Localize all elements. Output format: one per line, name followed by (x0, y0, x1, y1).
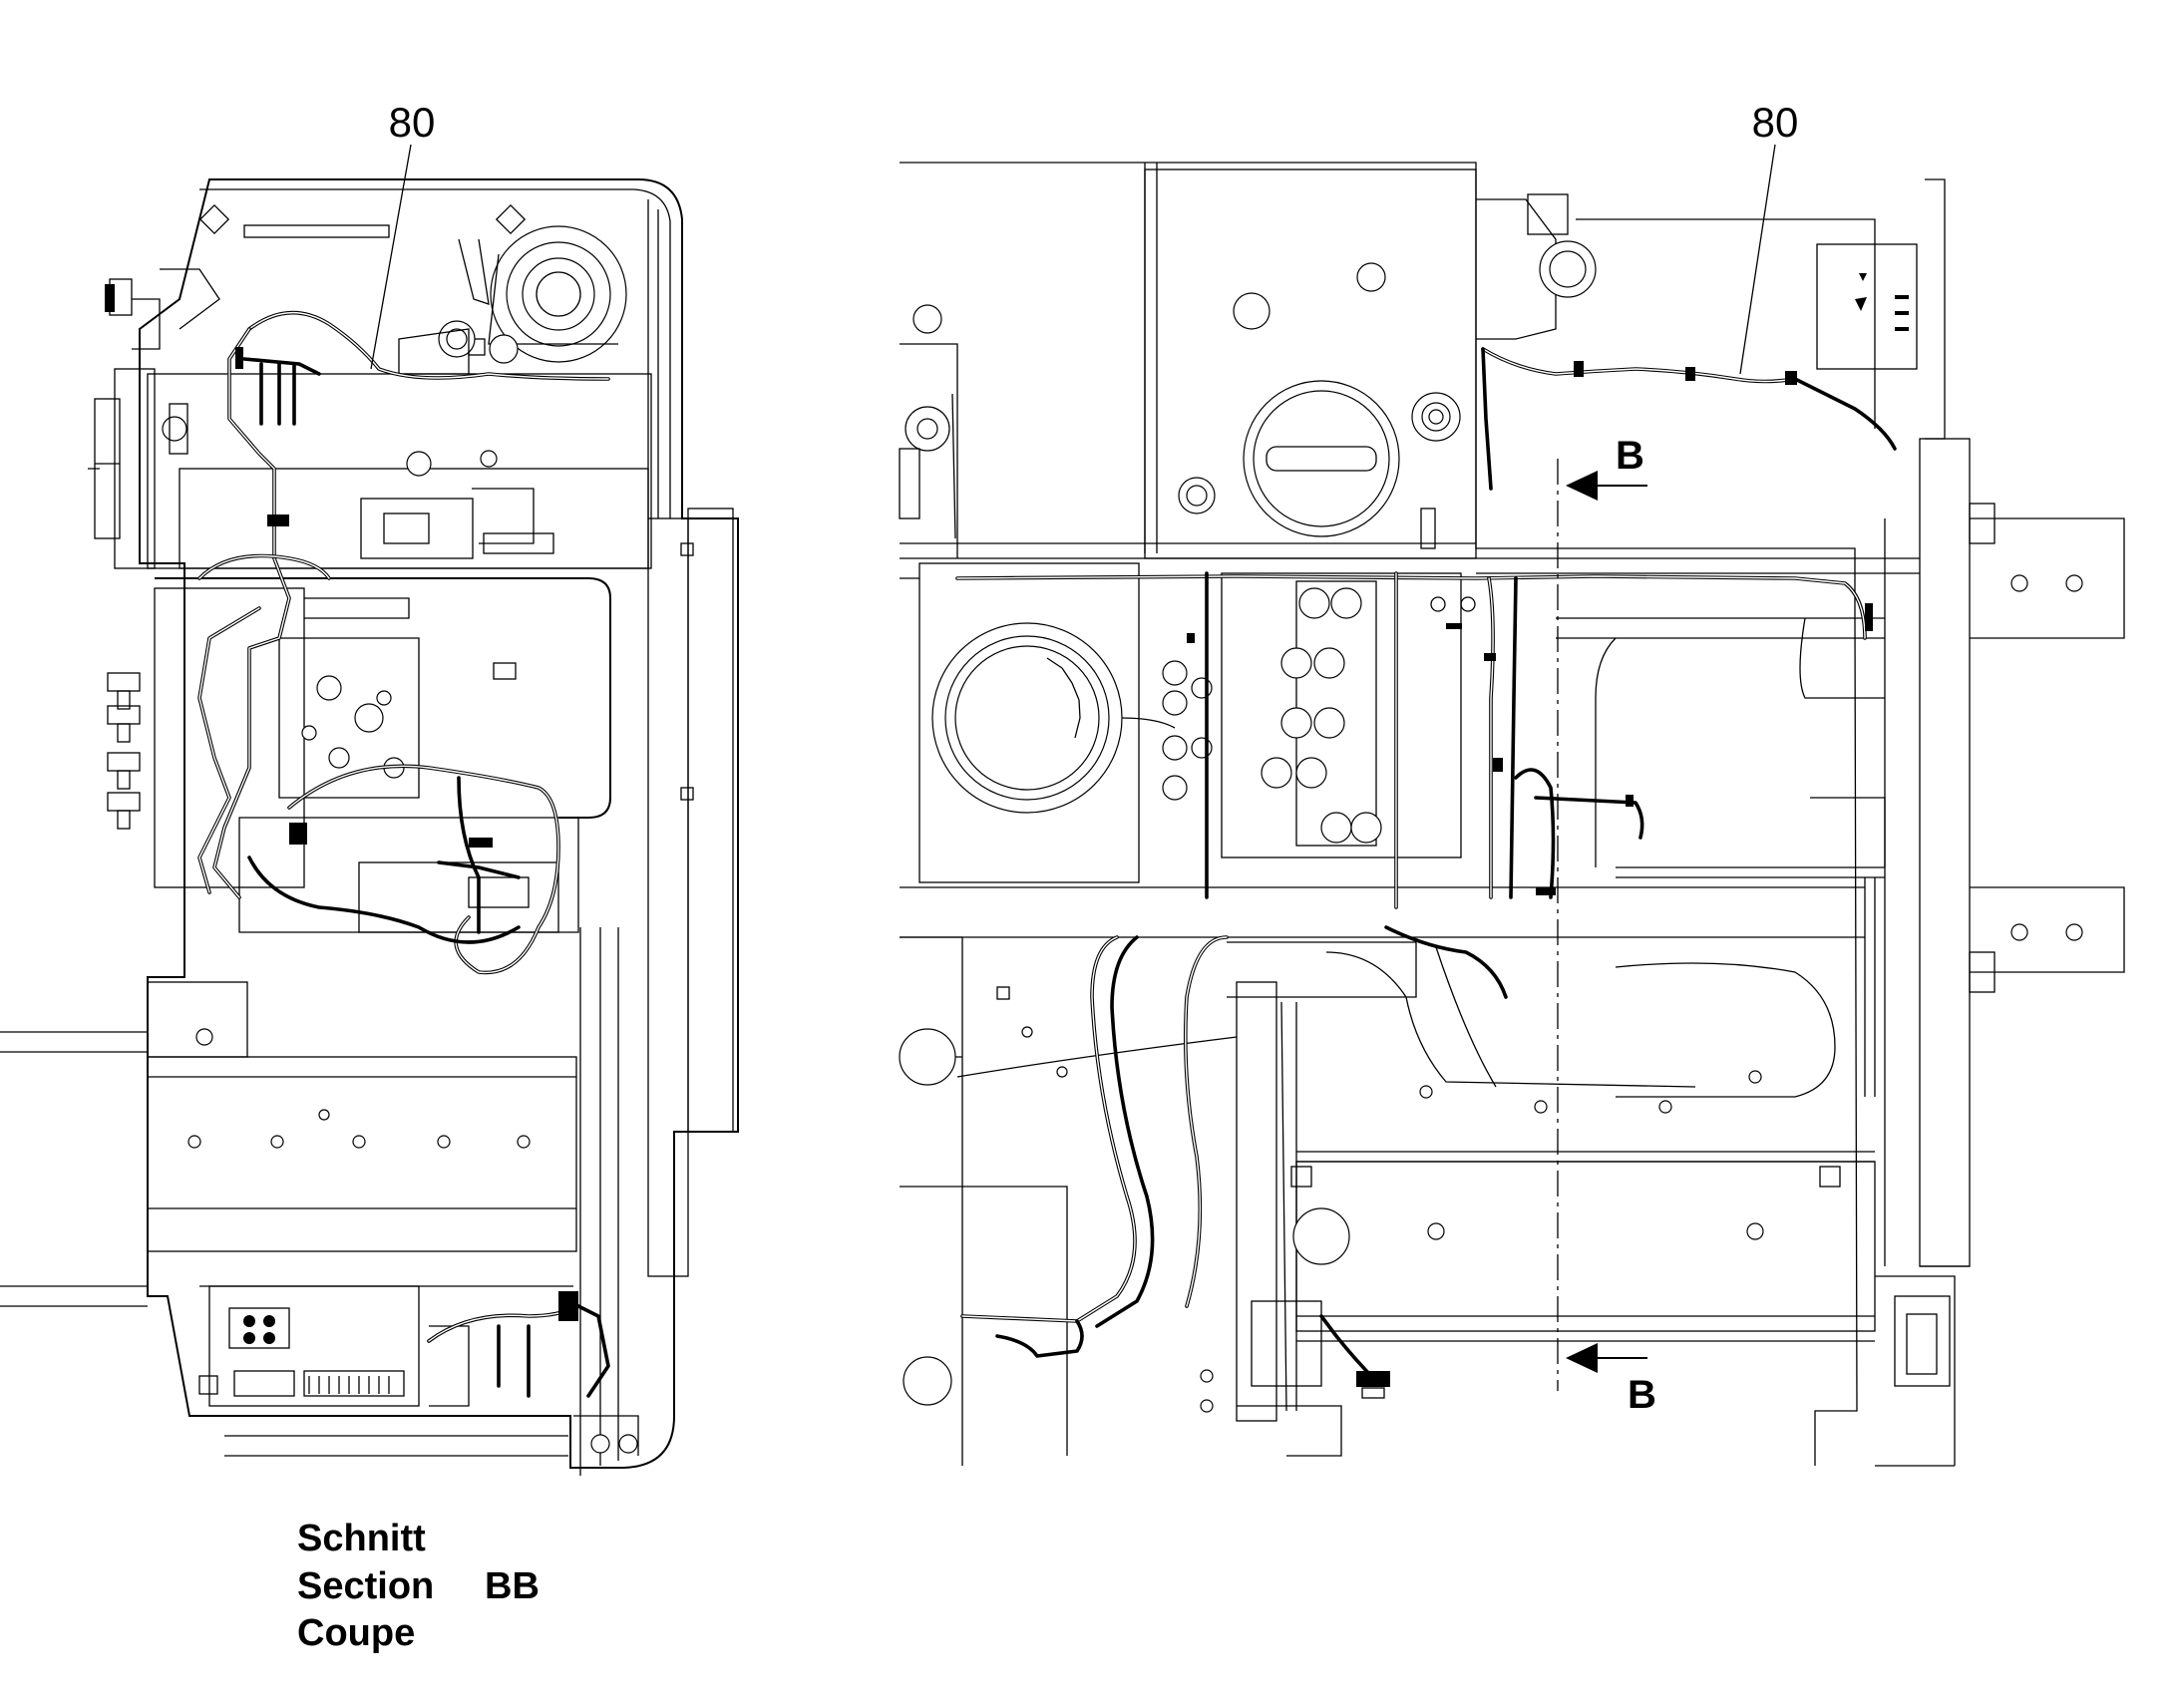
section-arrow-bottom: B (1566, 1343, 1656, 1417)
plan-view: B B 80 (899, 99, 2125, 1467)
caption-line-section: Section (297, 1565, 434, 1607)
section-caption: Schnitt Section BB Coupe (297, 1518, 540, 1654)
wiring-harness-left (197, 310, 610, 1398)
box-screws (187, 1109, 531, 1149)
caption-line-schnitt: Schnitt (297, 1518, 426, 1559)
leader-line-left (370, 144, 412, 370)
knob-stack (107, 672, 141, 830)
section-bb-view: 80 (0, 99, 739, 1476)
pulley (488, 225, 627, 363)
leader-line-right (1739, 144, 1776, 375)
wiring-harness-right (955, 347, 1897, 1399)
callout-80-left: 80 (389, 99, 436, 146)
caption-section-code: BB (485, 1565, 540, 1607)
section-letter-top: B (1616, 434, 1644, 478)
caption-line-coupe: Coupe (297, 1612, 415, 1654)
section-arrow-top: B (1566, 434, 1647, 501)
valve-bank (1162, 587, 1476, 844)
section-letter-bottom: B (1628, 1373, 1656, 1417)
callout-80-right: 80 (1752, 99, 1799, 146)
